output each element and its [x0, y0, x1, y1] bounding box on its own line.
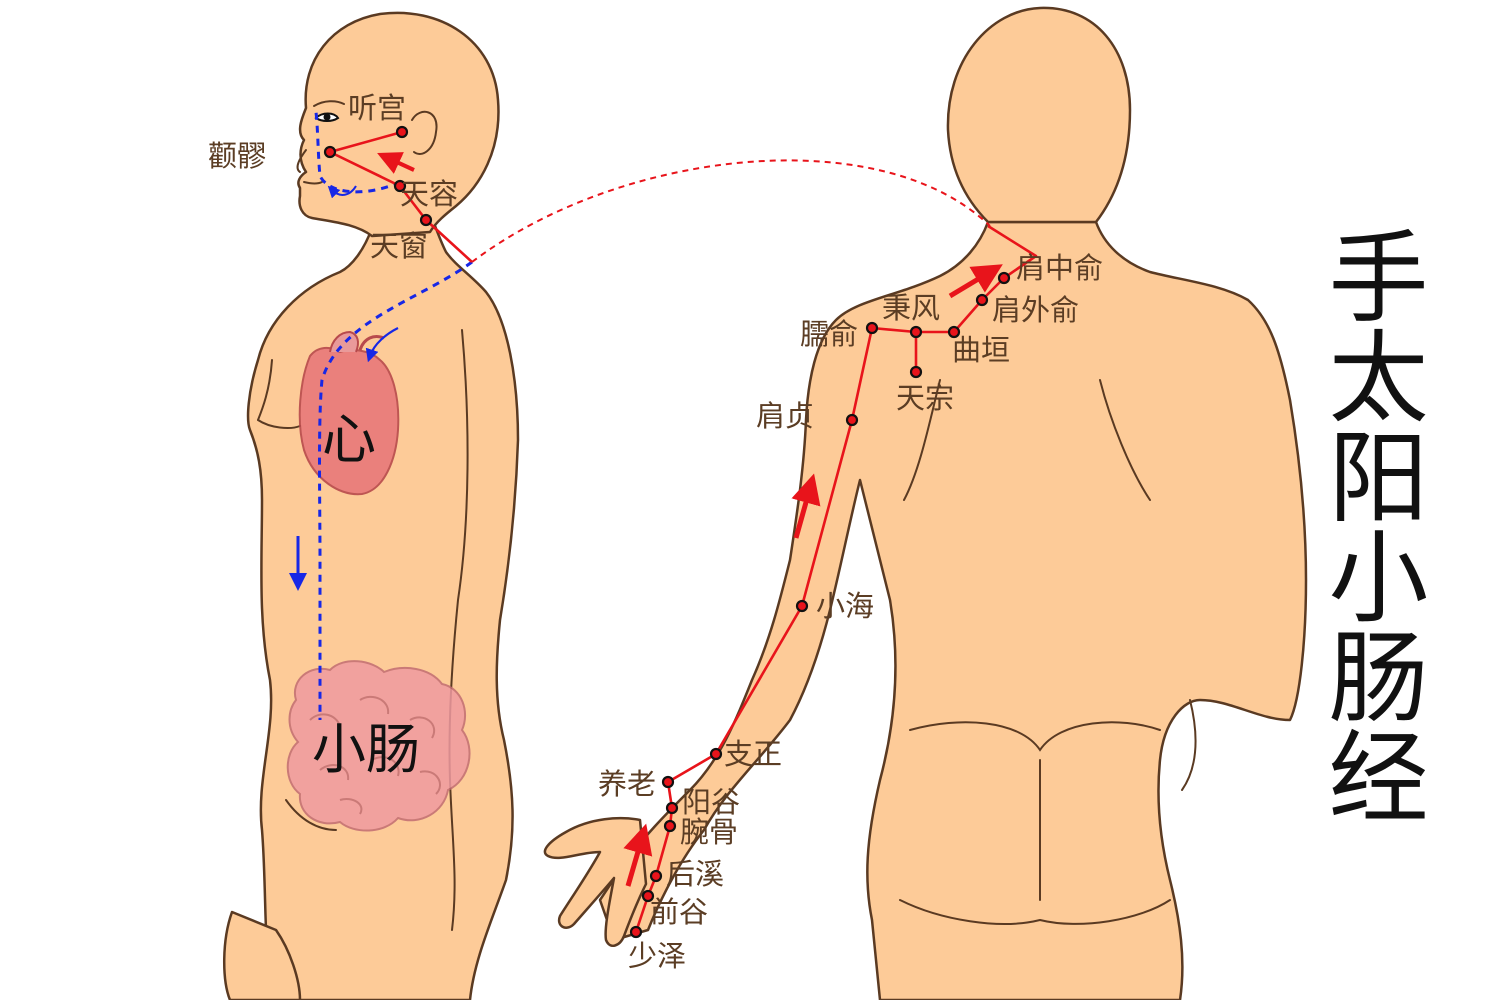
- label-jianzhongshu: 肩中俞: [1016, 251, 1103, 285]
- neck-connector: [471, 159, 991, 263]
- small-intestine-organ: [286, 660, 471, 832]
- label-qiangu: 前谷: [650, 895, 708, 929]
- internal-branch-heart: [318, 260, 473, 720]
- label-tianzong: 天宗: [896, 381, 954, 415]
- label-heart: 心: [322, 408, 376, 471]
- point-jianzhongshu[interactable]: [997, 271, 1011, 285]
- back-hand: [543, 816, 648, 948]
- label-tianrong: 天容: [400, 177, 458, 211]
- point-quanliao[interactable]: [323, 145, 337, 159]
- label-yanglao: 养老: [598, 767, 656, 801]
- point-qiangu[interactable]: [641, 889, 655, 903]
- point-quyuan[interactable]: [947, 325, 961, 339]
- point-bingfeng[interactable]: [909, 325, 923, 339]
- back-head: [946, 6, 1132, 224]
- point-tianzong[interactable]: [909, 365, 923, 379]
- label-naoshu: 臑俞: [800, 317, 858, 351]
- acupoint-labels: 听宫 颧髎 天容 天窗 肩中俞 肩外俞 秉风 臑俞 曲垣 天宗 肩贞 小海 支正…: [208, 91, 1103, 973]
- point-tinggong[interactable]: [395, 125, 409, 139]
- eyebrow: [313, 100, 345, 107]
- point-yanggu[interactable]: [665, 801, 679, 815]
- label-wangu: 腕骨: [680, 815, 738, 849]
- side-hand: [223, 910, 302, 1000]
- heart-organ: [298, 330, 400, 496]
- point-xiaohai[interactable]: [795, 599, 809, 613]
- label-jianwaishu: 肩外俞: [992, 293, 1079, 327]
- point-yanglao[interactable]: [661, 775, 675, 789]
- internal-branch-face: [314, 111, 401, 194]
- arm-outline: [448, 329, 469, 931]
- back-view-figure: [543, 6, 1308, 1000]
- label-houxi: 后溪: [666, 857, 724, 891]
- label-bingfeng: 秉风: [882, 291, 940, 325]
- ear: [411, 110, 438, 155]
- side-body: [246, 216, 520, 1000]
- point-jianzhen[interactable]: [845, 413, 859, 427]
- side-view-figure: [223, 11, 520, 1000]
- acupoint-markers: [323, 125, 1011, 939]
- label-quyuan: 曲垣: [952, 333, 1010, 367]
- point-wangu[interactable]: [663, 819, 677, 833]
- point-shaoze[interactable]: [629, 925, 643, 939]
- label-tinggong: 听宫: [348, 91, 406, 125]
- point-zhizheng[interactable]: [709, 747, 723, 761]
- label-shaoze: 少泽: [628, 939, 686, 973]
- point-jianwaishu[interactable]: [975, 293, 989, 307]
- label-xiaohai: 小海: [816, 589, 874, 623]
- label-yanggu: 阳谷: [682, 785, 740, 819]
- diagram-title: 手太阳小肠经: [1311, 225, 1428, 825]
- point-houxi[interactable]: [649, 869, 663, 883]
- label-zhizheng: 支正: [724, 737, 782, 771]
- label-jianzhen: 肩贞: [756, 399, 814, 433]
- side-head: [297, 11, 500, 238]
- label-tianchuang: 天窗: [370, 229, 428, 263]
- point-tianrong[interactable]: [393, 179, 407, 193]
- point-naoshu[interactable]: [865, 321, 879, 335]
- label-small-intestine: 小肠: [312, 718, 420, 781]
- point-tianchuang[interactable]: [419, 213, 433, 227]
- back-body: [598, 220, 1308, 1000]
- label-quanliao: 颧髎: [208, 139, 266, 173]
